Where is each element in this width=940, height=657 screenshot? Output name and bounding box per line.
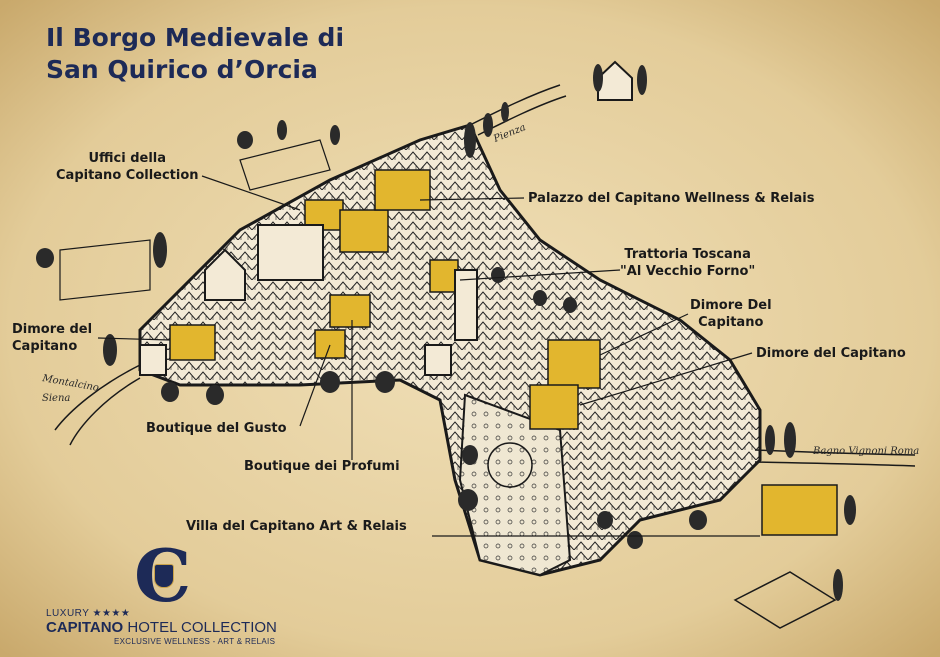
farm-left [59, 239, 151, 301]
leader-dimore-left [97, 337, 171, 341]
tree [375, 371, 395, 393]
tree [765, 425, 775, 455]
building-profumi [329, 294, 371, 328]
tree [533, 290, 547, 306]
logo-brand-rest: HOTEL COLLECTION [123, 619, 277, 636]
leader-dimore-right [579, 352, 753, 406]
tree [103, 334, 117, 366]
route-siena: Siena [42, 393, 71, 404]
palazzo-tower [454, 269, 478, 341]
title-line-2: San Quirico d’Orcia [46, 55, 318, 84]
tree [462, 445, 478, 465]
tree [36, 248, 54, 268]
road-roma-2 [754, 461, 916, 467]
label-dimore-left: Dimore del Capitano [12, 322, 93, 354]
tree [784, 422, 796, 458]
label-villa: Villa del Capitano Art & Relais [186, 519, 407, 534]
tree [330, 125, 340, 145]
road-pienza [469, 84, 561, 126]
tree [563, 297, 577, 313]
tree [627, 531, 643, 549]
label-uffici: Uffici della Capitano Collection [56, 151, 199, 183]
title-line-1: Il Borgo Medievale di [46, 23, 345, 52]
tree [483, 113, 493, 137]
road-siena-2 [69, 377, 141, 446]
leader-trattoria [459, 269, 621, 281]
label-dimore-top: Dimore Del Capitano [690, 298, 772, 330]
road-siena [54, 364, 141, 431]
leader-uffici [201, 175, 301, 211]
logo-brand: CAPITANO HOTEL COLLECTION [46, 619, 277, 636]
garden-star [487, 442, 533, 488]
trees [36, 64, 856, 601]
label-boutique-gusto: Boutique del Gusto [146, 421, 287, 436]
tree [458, 489, 478, 511]
label-dimore-right: Dimore del Capitano [756, 346, 906, 361]
label-boutique-profumi: Boutique dei Profumi [244, 459, 400, 474]
building-dimore-left [169, 324, 216, 361]
collegiata [257, 224, 324, 281]
leader-palazzo [419, 197, 525, 201]
leader-lines [97, 175, 760, 537]
church-left [204, 248, 246, 301]
tree [593, 64, 603, 92]
leader-dimore-top [599, 313, 689, 356]
tree [206, 385, 224, 405]
gate-right [424, 344, 452, 376]
tennis-court [733, 571, 837, 629]
building-palazzo-b [374, 169, 431, 211]
tree [501, 102, 509, 122]
landmarks [139, 60, 633, 376]
tree [320, 371, 340, 393]
building-villa [761, 484, 838, 536]
label-palazzo: Palazzo del Capitano Wellness & Relais [528, 191, 815, 206]
tree [277, 120, 287, 140]
building-dimore-top [547, 339, 601, 389]
highlighted-buildings [169, 169, 838, 536]
tree [491, 267, 505, 283]
building-palazzo [339, 209, 389, 253]
tree [153, 232, 167, 268]
tree [637, 65, 647, 95]
logo-luxury: LUXURY ★★★★ [46, 608, 131, 619]
tree [161, 382, 179, 402]
gate-left [139, 344, 167, 376]
building-gusto [314, 329, 346, 359]
logo-tagline: EXCLUSIVE WELLNESS - ART & RELAIS [114, 637, 276, 646]
logo-brand-bold: CAPITANO [46, 619, 124, 636]
tree [597, 511, 613, 529]
tree [464, 122, 476, 158]
tree [833, 569, 843, 601]
leader-gusto [299, 344, 331, 427]
route-bagno-vignoni: Bagno Vignoni Roma [813, 446, 920, 457]
crest-icon [154, 564, 174, 588]
garden-area [458, 393, 572, 577]
building-trattoria [429, 259, 459, 293]
tree [844, 495, 856, 525]
page-title: Il Borgo Medievale di San Quirico d’Orci… [46, 22, 366, 86]
tree [237, 131, 253, 149]
parking-top [239, 139, 331, 191]
tree [689, 510, 707, 530]
hotel-logo: C LUXURY ★★★★ CAPITANO HOTEL COLLECTION … [44, 540, 304, 655]
building-dimore-right [529, 384, 579, 430]
label-trattoria: Trattoria Toscana "Al Vecchio Forno" [620, 247, 756, 279]
